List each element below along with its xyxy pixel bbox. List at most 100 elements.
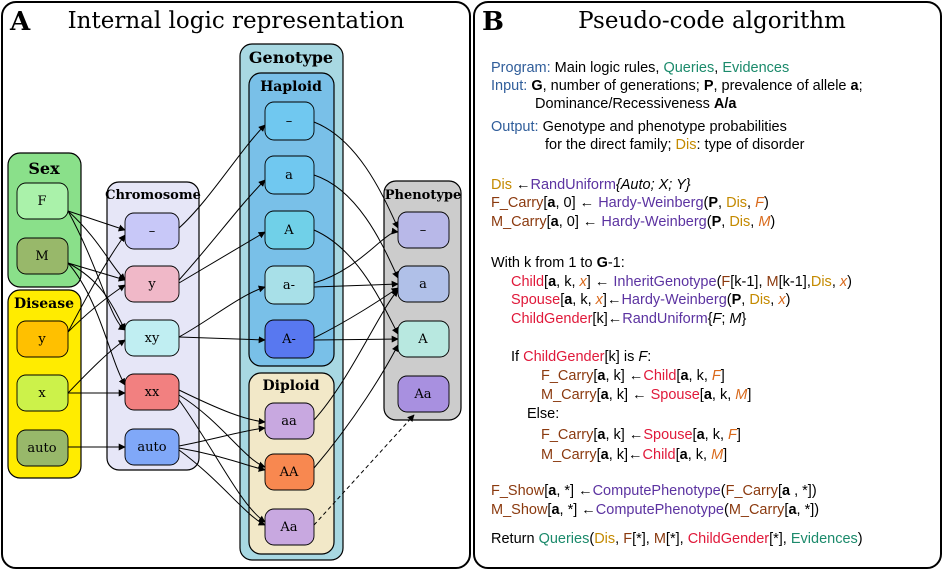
- edge: [67, 284, 126, 333]
- haploid-node-A-minus: A-: [264, 319, 315, 359]
- edge: [67, 262, 126, 386]
- edge: [178, 394, 266, 469]
- fcarry-init-line: F_Carry[a, 0] ← Hardy-Weinberg(P, Dis, F…: [491, 195, 769, 211]
- sex-node-F: F: [16, 182, 69, 220]
- diploid-group-title: Diploid: [262, 378, 319, 394]
- haploid-group-title: Haploid: [260, 79, 322, 95]
- svg-text:A: A: [417, 332, 428, 347]
- svg-text:Aa: Aa: [279, 520, 297, 535]
- disease-node-auto: auto: [16, 429, 69, 467]
- edge: [67, 210, 126, 232]
- childgender-line: ChildGender[k]←RandUniform{F; M}: [511, 311, 747, 327]
- edges: [67, 121, 415, 526]
- disease-node-y: y: [16, 320, 69, 358]
- edge: [178, 285, 266, 338]
- chromosome-node-none: –: [124, 212, 180, 250]
- edge: [313, 121, 399, 229]
- edge-dashed: [313, 414, 415, 526]
- else-fcarry-line: F_Carry[a, k] ←Spouse[a, k, F]: [541, 427, 741, 443]
- edge: [178, 389, 266, 425]
- genotype-group-title: Genotype: [249, 48, 333, 67]
- chromosome-node-xy: xy: [124, 319, 180, 357]
- disease-node-x: x: [16, 374, 69, 412]
- chromosome-group-title: Chromosome: [105, 188, 201, 203]
- edge: [178, 124, 266, 229]
- sex-node-M: M: [16, 237, 69, 275]
- haploid-node-a-minus: a-: [264, 265, 315, 305]
- svg-text:–: –: [286, 114, 293, 129]
- svg-text:A: A: [283, 223, 294, 238]
- svg-text:auto: auto: [137, 440, 166, 455]
- if-mcarry-line: M_Carry[a, k] ← Spouse[a, k, M]: [541, 387, 752, 403]
- disease-group-title: Disease: [14, 296, 74, 312]
- phenotype-group-title: Phenotype: [385, 188, 462, 203]
- edge: [178, 336, 266, 344]
- svg-text:M: M: [35, 249, 48, 264]
- edge: [178, 399, 266, 523]
- output-line: Output: Genotype and phenotype probabili…: [491, 119, 787, 135]
- program-line: Program: Main logic rules, Queries, Evid…: [491, 60, 790, 76]
- svg-text:F: F: [37, 194, 46, 209]
- panel-b-title: Pseudo-code algorithm: [578, 8, 846, 34]
- edge: [178, 425, 266, 447]
- else-mcarry-line: M_Carry[a, k]←Child[a, k, M]: [541, 447, 728, 463]
- svg-text:y: y: [147, 277, 156, 292]
- svg-text:AA: AA: [279, 465, 299, 480]
- edge: [313, 227, 399, 284]
- panel-a-letter: A: [9, 7, 31, 37]
- svg-text:a: a: [285, 168, 293, 183]
- edge: [178, 449, 266, 526]
- edge: [178, 231, 266, 284]
- chromosome-node-xx: xx: [124, 373, 180, 411]
- edge: [313, 289, 399, 421]
- if-line: If ChildGender[k] is F:: [511, 349, 652, 365]
- if-fcarry-line: F_Carry[a, k] ←Child[a, k, F]: [541, 368, 725, 384]
- edge: [67, 339, 126, 394]
- edge: [313, 344, 399, 469]
- svg-text:a-: a-: [283, 278, 295, 293]
- edge: [313, 280, 399, 288]
- phenotype-node-a: a: [397, 265, 450, 303]
- haploid-node-A: A: [264, 210, 315, 250]
- edge: [313, 174, 399, 279]
- spouse-line: Spouse[a, k, x]←Hardy-Weinberg(P, Dis, x…: [511, 292, 791, 308]
- input-line-2: Dominance/Recessiveness A/a: [535, 96, 737, 112]
- phenotype-node-none: –: [397, 211, 450, 249]
- return-line: Return Queries(Dis, F[*], M[*], ChildGen…: [491, 531, 863, 547]
- panel-a-title: Internal logic representation: [68, 8, 405, 34]
- edge: [67, 262, 126, 331]
- diploid-node-AA: AA: [264, 453, 315, 491]
- edge: [67, 234, 126, 333]
- svg-text:auto: auto: [27, 441, 56, 456]
- panel-b-letter: B: [482, 7, 504, 37]
- svg-text:a: a: [419, 277, 427, 292]
- svg-text:aa: aa: [281, 414, 297, 429]
- phenotype-node-Aa: Aa: [397, 375, 450, 413]
- mcarry-init-line: M_Carry[a, 0] ← Hardy-Weinberg(P, Dis, M…: [491, 214, 776, 230]
- sex-group-title: Sex: [28, 159, 60, 178]
- input-line: Input: G, number of generations; P, prev…: [491, 78, 863, 94]
- svg-text:A-: A-: [281, 332, 296, 347]
- svg-text:x: x: [38, 386, 46, 401]
- svg-text:–: –: [420, 223, 427, 238]
- edge: [178, 447, 266, 472]
- svg-text:xy: xy: [145, 331, 160, 346]
- edge: [313, 335, 399, 343]
- fshow-line: F_Show[a, *] ←ComputePhenotype(F_Carry[a…: [491, 483, 817, 499]
- svg-text:Aa: Aa: [413, 387, 431, 402]
- chromosome-node-y: y: [124, 265, 180, 303]
- diploid-node-aa: aa: [264, 402, 315, 440]
- panel-b-frame: [473, 1, 942, 569]
- dis-assign-line: Dis ←RandUniform{Auto; X; Y}: [491, 177, 691, 193]
- mshow-line: M_Show[a, *] ←ComputePhenotype(M_Carry[a…: [491, 502, 820, 518]
- chromosome-node-auto: auto: [124, 428, 180, 466]
- loop-line: With k from 1 to G-1:: [491, 255, 625, 271]
- diploid-node-Aa: Aa: [264, 508, 315, 546]
- phenotype-node-A: A: [397, 320, 450, 358]
- haploid-node-a: a: [264, 155, 315, 195]
- output-line-2: for the direct family; Dis: type of diso…: [545, 137, 805, 153]
- svg-text:y: y: [37, 332, 46, 347]
- svg-text:–: –: [149, 224, 156, 239]
- else-line: Else:: [527, 406, 560, 422]
